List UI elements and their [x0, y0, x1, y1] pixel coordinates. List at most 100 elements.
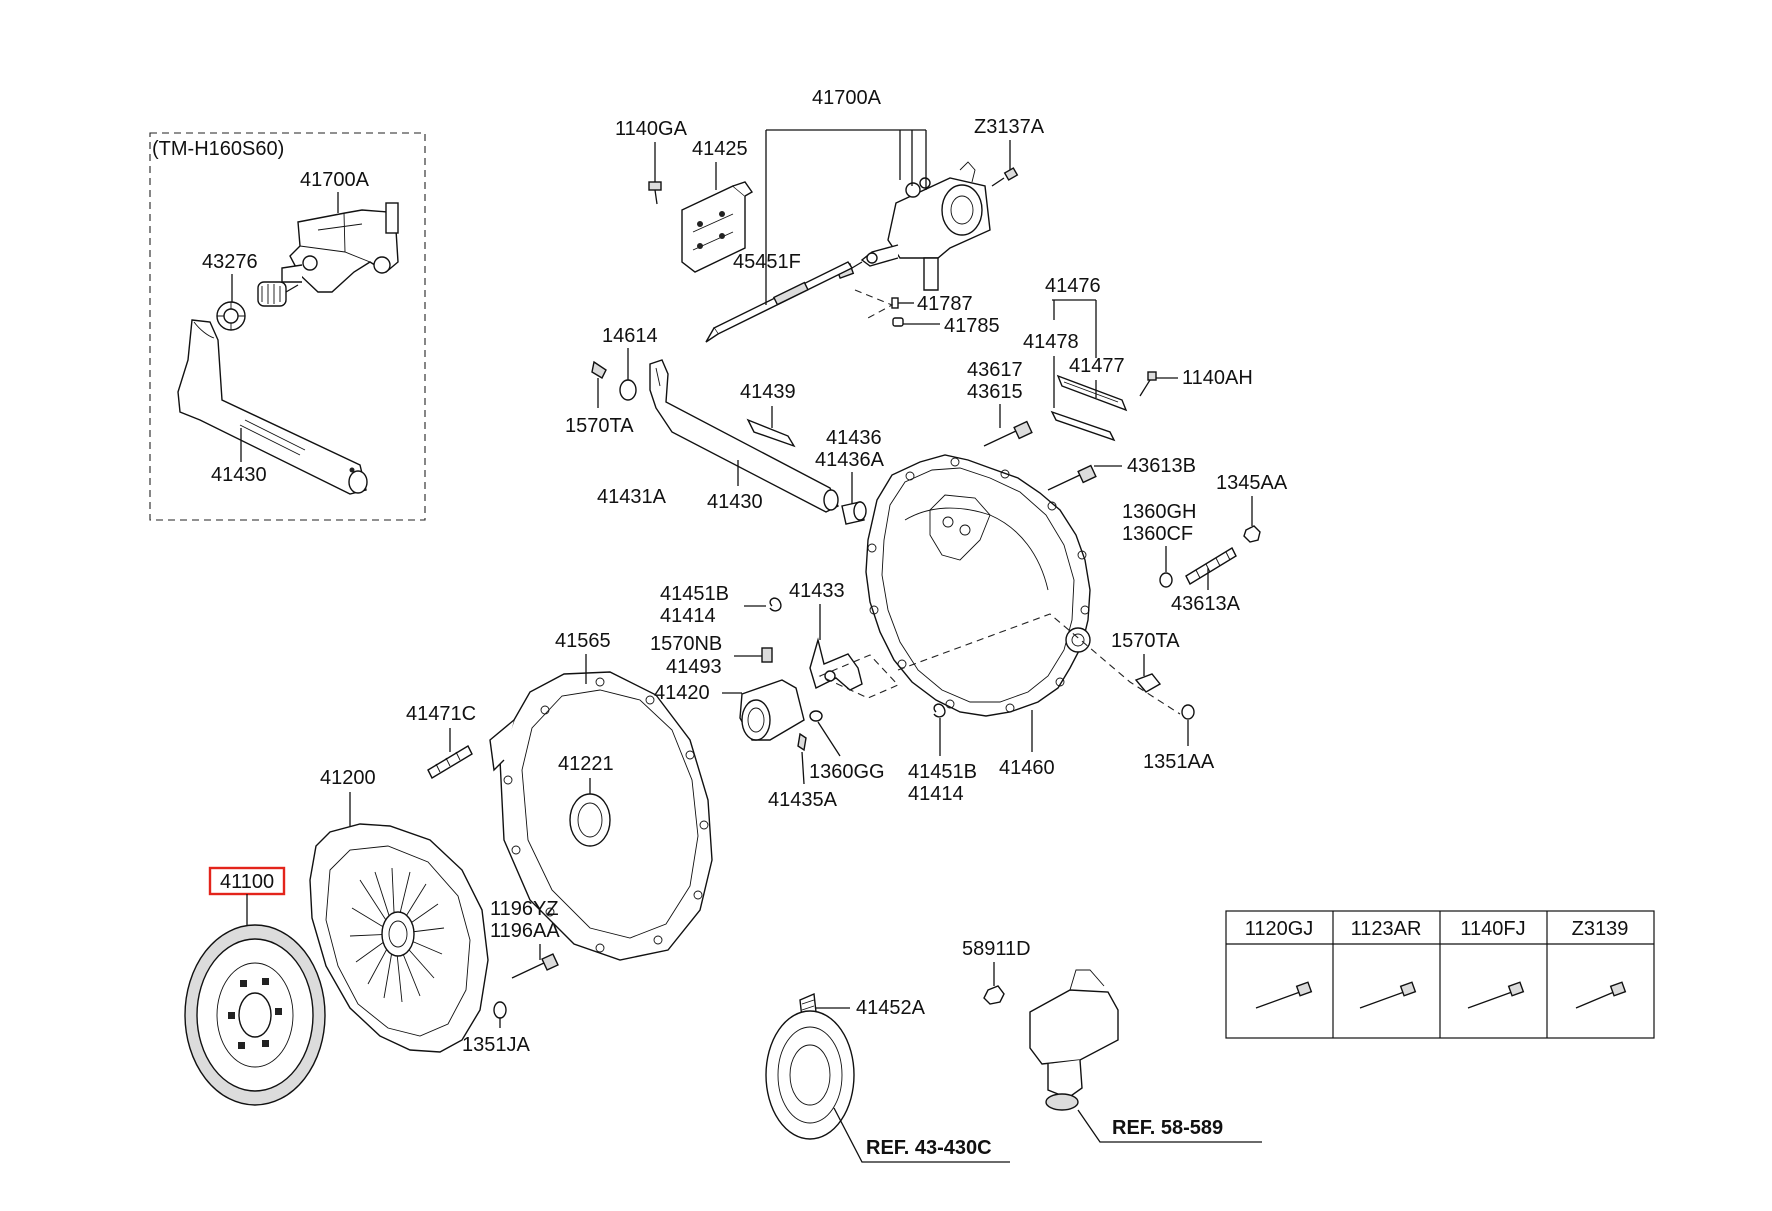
- ref-sensor-leader: [1077, 1109, 1262, 1143]
- guide-pins: [854, 289, 894, 319]
- inset-clutch-cylinder-drawing: [269, 202, 399, 293]
- label-pad-41439: 41439: [740, 381, 796, 403]
- bolt-table: 1120GJ 1123AR 1140FJ Z3139: [1225, 910, 1655, 1039]
- label-fork-shaft-41431A: 41431A: [597, 486, 667, 508]
- table-bolt-2: [1359, 981, 1417, 1009]
- label-plate-41478: 41478: [1023, 331, 1079, 353]
- pins-drawing: [891, 297, 904, 327]
- label-disc-41100: 41100: [220, 871, 274, 893]
- nipple-drawing: [591, 360, 637, 401]
- cover-kit-drawing: [1050, 374, 1128, 442]
- fitting-1570TA-drawing: [1134, 673, 1162, 693]
- label-housing-41460: 41460: [999, 757, 1055, 779]
- table-bolt-4: [1575, 981, 1627, 1009]
- label-bracket-41425: 41425: [692, 138, 748, 160]
- label-stud-43613A: 43613A: [1171, 593, 1241, 615]
- pad-41439-drawing: [746, 418, 796, 448]
- nut-1345AA-drawing: [1243, 525, 1261, 543]
- label-pin-41785: 41785: [944, 315, 1000, 337]
- label-bush-41436A: 41436A: [815, 449, 885, 471]
- label-fitting-1570TA-b: 1570TA: [1111, 630, 1180, 652]
- table-header-Z3139: Z3139: [1572, 918, 1629, 940]
- bolt-Z3137A-drawing: [991, 167, 1019, 187]
- label-spring-41451B-b: 41451B: [908, 761, 977, 783]
- label-cover-41200: 41200: [320, 767, 376, 789]
- fork-drawing: [649, 359, 839, 513]
- label-fitting-1570NB: 1570NB: [650, 633, 722, 655]
- inset-title: (TM-H160S60): [152, 138, 284, 160]
- label-cover-kit-41476: 41476: [1045, 275, 1101, 297]
- label-bolt-41435A: 41435A: [768, 789, 838, 811]
- release-cylinder-drawing: [835, 161, 991, 291]
- label-spring-41414-b: 41414: [908, 783, 964, 805]
- gear-drawing: [765, 1010, 855, 1140]
- label-bolt-43613B: 43613B: [1127, 455, 1196, 477]
- inset-label-clutch-cylinder: 41700A: [300, 169, 370, 191]
- label-bolt-43615: 43615: [967, 381, 1023, 403]
- inset-boot-drawing: [257, 281, 299, 307]
- table-bolt-3: [1467, 981, 1525, 1009]
- label-nut-1345AA: 1345AA: [1216, 472, 1288, 494]
- label-flywheel-41565: 41565: [555, 630, 611, 652]
- pushrod-drawing: [705, 261, 854, 343]
- inset-label-fork: 41430: [211, 464, 267, 486]
- washer-1351JA-drawing: [493, 1001, 507, 1019]
- label-fork-41430: 41430: [707, 491, 763, 513]
- label-stud-41471C: 41471C: [406, 703, 476, 725]
- inset-label-boot: 43276: [202, 251, 258, 273]
- guide-fork: [818, 654, 899, 699]
- label-washer-1351JA: 1351JA: [462, 1034, 530, 1056]
- screw-1140AH-drawing: [1139, 371, 1157, 397]
- label-bush-41436: 41436: [826, 427, 882, 449]
- table-header-1120GJ: 1120GJ: [1245, 918, 1314, 940]
- fitting-1570NB-drawing: [761, 647, 773, 663]
- washer-1360GG-drawing: [809, 710, 823, 722]
- label-bolt-Z3137A: Z3137A: [974, 116, 1045, 138]
- label-pilot-bearing-41221: 41221: [558, 753, 614, 775]
- clutch-disc-drawing: [184, 924, 326, 1106]
- ref-sensor-label[interactable]: REF. 58-589: [1112, 1117, 1223, 1139]
- label-screw-1140AH: 1140AH: [1182, 367, 1253, 389]
- table-header-1123AR: 1123AR: [1351, 918, 1422, 940]
- label-pin-41787: 41787: [917, 293, 973, 315]
- label-spring-41452A: 41452A: [856, 997, 926, 1019]
- inset-box: (TM-H160S60): [149, 132, 426, 521]
- label-bolt-1196YZ: 1196YZ: [490, 898, 559, 920]
- washer-1360GH-drawing: [1159, 572, 1173, 588]
- label-nut-58911D: 58911D: [962, 938, 1031, 960]
- release-bearing-drawing: [739, 679, 805, 741]
- bolt-43617-drawing: [983, 420, 1033, 447]
- label-bolt-1196AA: 1196AA: [490, 920, 560, 942]
- label-washer-1360GH: 1360GH: [1122, 501, 1197, 523]
- bolt-43613B-drawing: [1047, 464, 1097, 491]
- label-plate-41477: 41477: [1069, 355, 1125, 377]
- label-fork-41433: 41433: [789, 580, 845, 602]
- label-fitting-1570TA: 1570TA: [565, 415, 634, 437]
- label-nipple-14614: 14614: [602, 325, 658, 347]
- spring-41451B-b-drawing: [933, 703, 946, 718]
- label-pushrod-45451F: 45451F: [733, 251, 801, 273]
- inset-fork-drawing: [177, 319, 368, 495]
- label-bolt-1140GA: 1140GA: [615, 118, 688, 140]
- label-washer-1360CF: 1360CF: [1122, 523, 1193, 545]
- clutch-cover-drawing: [309, 823, 489, 1053]
- flywheel-drawing: [489, 671, 713, 961]
- nut-58911D-drawing: [983, 985, 1005, 1005]
- speed-sensor-drawing: [1029, 969, 1119, 1111]
- bolt-1196YZ-drawing: [511, 953, 559, 979]
- ref-gear-label[interactable]: REF. 43-430C: [866, 1137, 992, 1159]
- label-washer-1351AA: 1351AA: [1143, 751, 1215, 773]
- label-fitting-41493: 41493: [666, 656, 722, 678]
- label-spring-41451B-a: 41451B: [660, 583, 729, 605]
- table-header-1140FJ: 1140FJ: [1460, 918, 1525, 940]
- bolt-1140GA-drawing: [648, 181, 662, 205]
- label-bearing-41420: 41420: [654, 682, 710, 704]
- inset-ring-drawing: [216, 301, 246, 331]
- fork-41433-drawing: [809, 637, 863, 691]
- bolt-41435A-drawing: [797, 732, 807, 752]
- bell-housing-drawing: [865, 454, 1091, 717]
- stud-41471C-drawing: [427, 745, 473, 779]
- washer-1351AA-drawing: [1181, 704, 1195, 720]
